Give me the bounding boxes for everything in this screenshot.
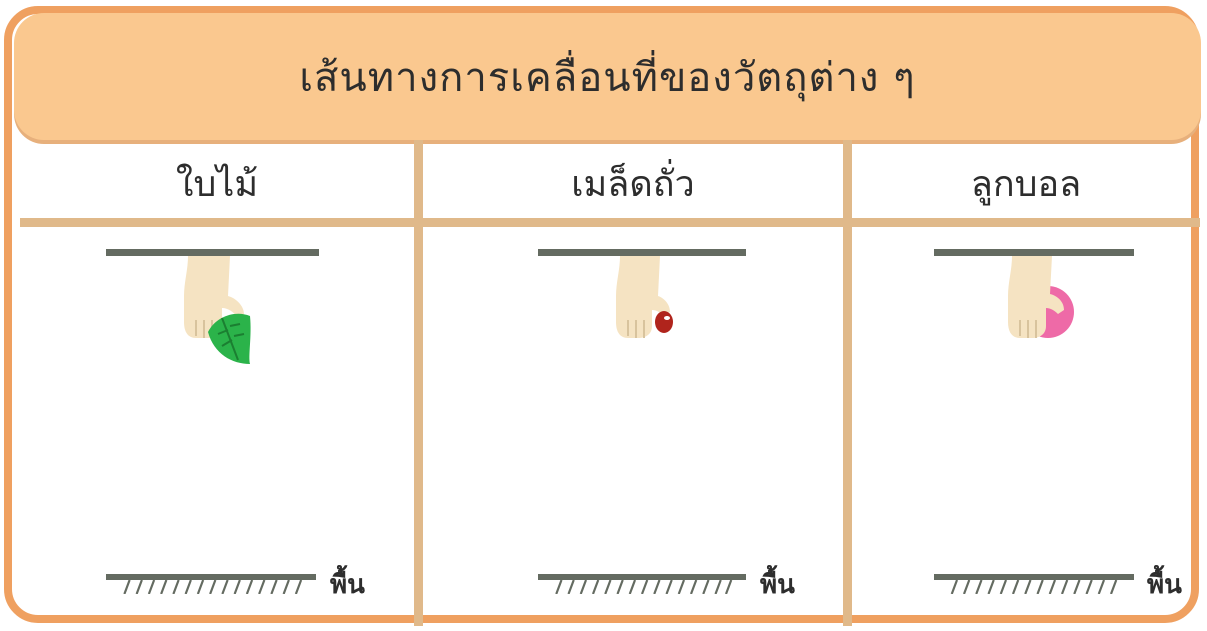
ceiling-line: [934, 249, 1134, 256]
header-divider: [20, 218, 1200, 227]
hand-holding-ball: [1008, 256, 1074, 338]
leaf-icon: [208, 313, 251, 364]
hand-holding-leaf: [184, 256, 251, 364]
bean-icon: [655, 311, 673, 333]
ground-line: [538, 574, 746, 580]
ground-line: [934, 574, 1134, 580]
ground-hatch: [555, 580, 733, 594]
column-header-bean: เมล็ดถั่ว: [571, 163, 695, 205]
floor-label: พื้น: [760, 570, 795, 600]
column-divider-2: [843, 140, 852, 626]
floor-label: พื้น: [330, 570, 365, 600]
floor-label: พื้น: [1147, 570, 1182, 600]
ground-line: [106, 574, 316, 580]
column-header-leaf: ใบไม้: [175, 163, 259, 205]
ceiling-line: [106, 249, 319, 256]
column-header-ball: ลูกบอล: [970, 163, 1082, 205]
hand-holding-bean: [616, 256, 673, 338]
ground-hatch: [950, 580, 1118, 594]
column-divider-1: [414, 140, 423, 626]
title-banner: เส้นทางการเคลื่อนที่ของวัตถุต่าง ๆ: [14, 13, 1201, 140]
ceiling-line: [538, 249, 746, 256]
ground-hatch: [123, 580, 303, 594]
page-title: เส้นทางการเคลื่อนที่ของวัตถุต่าง ๆ: [299, 54, 916, 101]
